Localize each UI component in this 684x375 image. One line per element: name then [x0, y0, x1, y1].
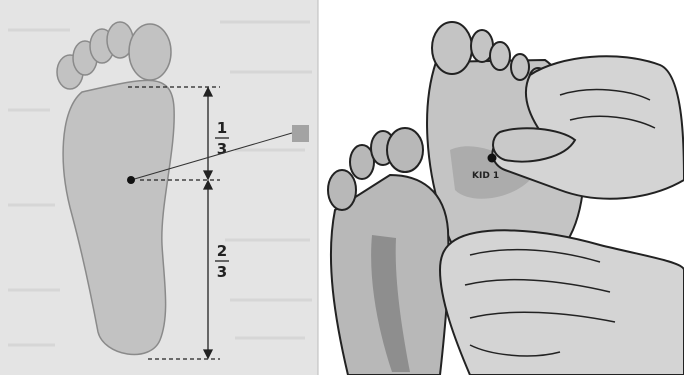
upper-fraction-numerator: 1	[217, 119, 227, 137]
kid1-label: KID 1	[472, 171, 499, 181]
big-toe	[129, 24, 171, 80]
lower-fraction-numerator: 2	[217, 242, 227, 260]
lower-fraction-label: 2 3	[215, 242, 229, 281]
kid1-point-marker	[488, 154, 497, 163]
second-foot-toe-1	[328, 170, 356, 210]
massaged-third-toe	[490, 42, 510, 70]
upper-fraction-denominator: 3	[217, 140, 227, 158]
second-foot-big-toe	[387, 128, 423, 172]
left-panel: 1 3 2 3	[0, 0, 318, 375]
massaged-fourth-toe	[511, 54, 529, 80]
massaged-big-toe	[432, 22, 472, 74]
acupressure-point-marker	[127, 176, 135, 184]
right-panel: KID 1	[319, 0, 684, 375]
callout-swatch	[292, 125, 309, 142]
lower-fraction-denominator: 3	[217, 263, 227, 281]
